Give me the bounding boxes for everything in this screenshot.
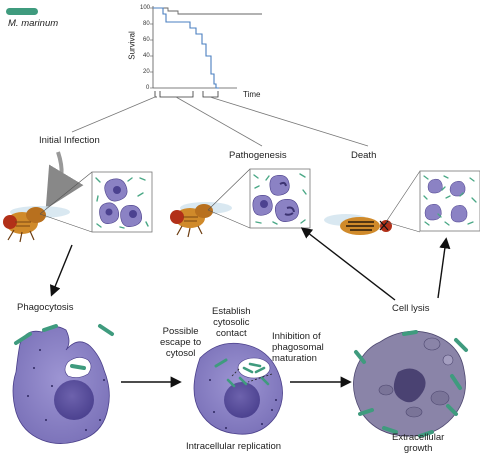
y-tick-60: 60 — [143, 37, 150, 43]
zoom-inset-death — [419, 170, 480, 232]
legend-organism-label: M. marinum — [8, 18, 59, 29]
y-tick-0: 0 — [146, 85, 150, 91]
injection-arrow — [45, 151, 84, 210]
zoom-line-1a — [39, 171, 93, 215]
y-ticks — [150, 7, 153, 89]
label-intracellular-replication: Intracellular replication — [186, 441, 282, 452]
bacterium-legend-icon — [6, 8, 38, 15]
macrophage-lysed — [353, 330, 468, 438]
fly-initial-infection — [3, 206, 70, 243]
label-cell-lysis: Cell lysis — [392, 303, 430, 314]
y-tick-80: 80 — [143, 21, 150, 27]
y-tick-100: 100 — [140, 5, 151, 11]
arrow-lysis-to-pathogenesis — [300, 227, 396, 301]
stage-pathogenesis: Pathogenesis — [229, 150, 287, 161]
zoom-line-3b — [385, 221, 421, 233]
infected-survival-curve — [153, 7, 219, 89]
fly-pathogenesis — [170, 202, 232, 238]
stage-initial-infection: Initial Infection — [39, 135, 100, 146]
inset-initial-cells — [95, 177, 149, 229]
x-axis-label: Time — [243, 90, 261, 99]
arrow-lysis-to-death — [437, 237, 451, 299]
inset-pathogenesis-cells — [252, 173, 307, 225]
y-axis-label: Survival — [127, 31, 137, 60]
y-tick-20: 20 — [143, 69, 150, 75]
stage-death: Death — [351, 150, 377, 161]
macrophage-phagocytosis — [12, 324, 114, 444]
fly-death — [324, 214, 392, 235]
arrow-fly-to-phagocytosis — [49, 244, 73, 297]
stage-connector-lines — [71, 96, 369, 147]
bracket-initial — [154, 91, 157, 98]
zoom-line-2a — [207, 168, 251, 211]
control-survival-curve — [153, 7, 262, 15]
inset-death-cells — [423, 175, 477, 226]
bracket-pathogenesis — [159, 91, 194, 98]
zoom-line-1b — [39, 213, 93, 233]
survival-chart — [150, 6, 262, 98]
y-tick-40: 40 — [143, 53, 150, 59]
macrophage-replication — [193, 342, 283, 435]
bracket-death — [202, 91, 219, 98]
zoom-line-3a — [385, 170, 421, 223]
zoom-line-2b — [207, 209, 251, 229]
label-phagocytosis: Phagocytosis — [17, 302, 74, 313]
